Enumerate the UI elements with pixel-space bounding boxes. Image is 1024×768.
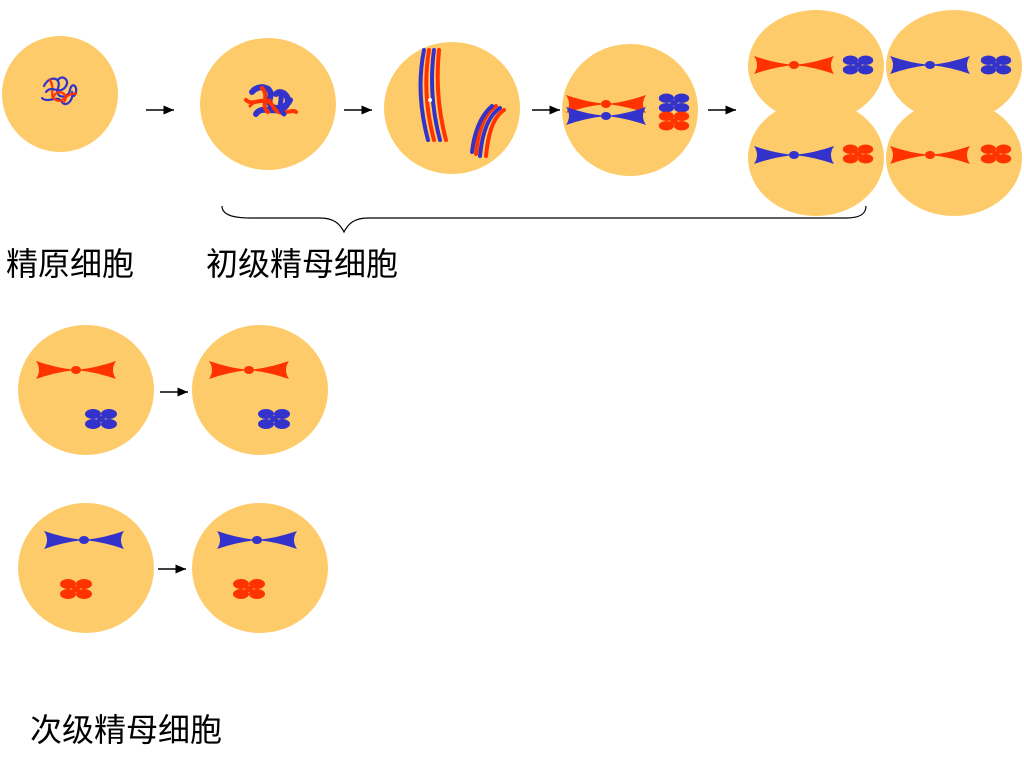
primary-spermatocyte-cell-2: [384, 42, 520, 174]
secondary-spermatocyte-cell-1: [18, 325, 154, 455]
curly-brace: [221, 205, 867, 234]
condensing-chromatin: [244, 84, 298, 117]
secondary-spermatocyte-cell-4: [192, 503, 328, 633]
label-secondary-spermatocyte: 次级精母细胞: [30, 711, 223, 749]
secondary-spermatocyte-cell-2: [192, 325, 328, 455]
chromatin-tangle: [40, 76, 78, 106]
long-tetrad: [418, 48, 448, 142]
primary-spermatocyte-cell-3: [562, 44, 698, 176]
dividing-cells-group: [748, 10, 1022, 216]
label-primary-spermatocyte: 初级精母细胞: [206, 245, 399, 283]
short-tetrad: [470, 104, 506, 158]
spermatogonium-cell: [2, 36, 118, 152]
secondary-spermatocyte-cell-3: [18, 503, 154, 633]
label-spermatogonium: 精原细胞: [6, 245, 135, 283]
primary-spermatocyte-cell-1: [200, 38, 336, 170]
